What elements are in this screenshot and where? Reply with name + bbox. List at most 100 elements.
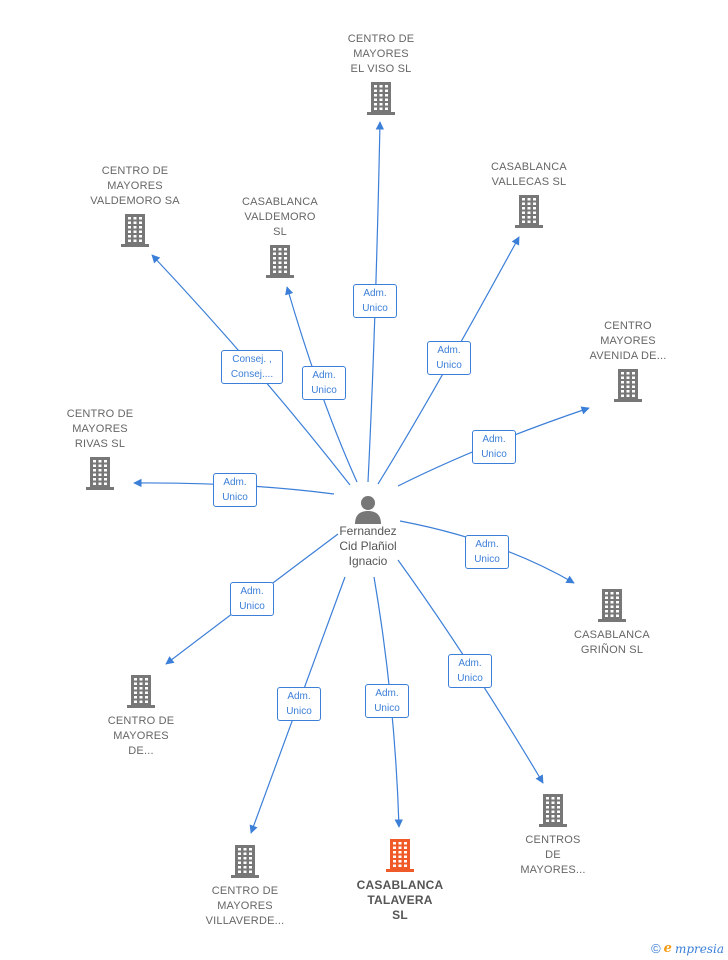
building-window — [393, 855, 396, 858]
building-window — [249, 861, 252, 864]
building-window — [278, 257, 282, 260]
company-name-line: RIVAS SL — [74, 438, 126, 450]
relation-label-rivas[interactable]: Adm.Unico — [213, 473, 257, 507]
company-name-line: MAYORES — [353, 48, 409, 60]
building-window — [98, 460, 102, 463]
building-window — [128, 230, 131, 233]
relation-label-line: Unico — [436, 360, 462, 371]
building-window — [610, 592, 614, 595]
building-window — [238, 848, 241, 851]
relation-label-grinon[interactable]: Adm.Unico — [465, 535, 509, 569]
building-window — [551, 819, 555, 822]
building-window — [616, 614, 619, 617]
building-window — [385, 103, 388, 106]
building-window — [557, 797, 560, 800]
company-name-line: VILLAVERDE... — [205, 915, 285, 927]
building-window — [98, 478, 102, 481]
company-name-line: MAYORES... — [520, 864, 586, 876]
relation-label-vallecas[interactable]: Adm.Unico — [427, 341, 471, 375]
relation-label-de[interactable]: Adm.Unico — [230, 582, 274, 616]
building-window — [145, 700, 148, 703]
relation-label-line: Adm. — [240, 586, 264, 597]
building-window — [98, 473, 102, 476]
building-window — [557, 801, 560, 804]
building-window — [605, 601, 608, 604]
relation-label-avenida[interactable]: Adm.Unico — [472, 430, 516, 464]
building-window — [404, 860, 407, 863]
building-window — [243, 866, 247, 869]
building-window — [379, 98, 383, 101]
building-window — [273, 252, 276, 255]
building-icon — [598, 589, 626, 622]
building-window — [393, 851, 396, 854]
relation-label-talavera[interactable]: Adm.Unico — [365, 684, 409, 718]
company-name-line: MAYORES — [113, 730, 169, 742]
building-window — [546, 810, 549, 813]
brand-initial: e — [663, 941, 672, 956]
building-window — [533, 202, 536, 205]
company-name-line: MAYORES — [217, 900, 273, 912]
building-window — [374, 103, 377, 106]
building-window — [533, 198, 536, 201]
building-window — [243, 848, 247, 851]
person-node[interactable]: Fernandez Cid Plañiol Ignacio — [318, 494, 418, 569]
building-window — [145, 691, 148, 694]
building-window — [278, 266, 282, 269]
building-window — [238, 852, 241, 855]
relation-label-casablanca-valdemoro[interactable]: Adm.Unico — [302, 366, 346, 400]
building-window — [374, 89, 377, 92]
company-name-line: VALDEMORO — [244, 211, 316, 223]
building-base — [539, 824, 567, 827]
relation-label-centros[interactable]: Adm.Unico — [448, 654, 492, 688]
building-window — [133, 221, 137, 224]
building-window — [621, 390, 624, 393]
company-name-line: CASABLANCA — [242, 196, 318, 208]
building-window — [284, 261, 287, 264]
building-window — [273, 257, 276, 260]
building-base — [121, 244, 149, 247]
building-window — [104, 478, 107, 481]
relation-label-villaverde[interactable]: Adm.Unico — [277, 687, 321, 721]
relation-label-valdemoro-sa[interactable]: Consej. ,Consej.... — [221, 350, 283, 384]
building-icon — [386, 839, 414, 872]
building-window — [379, 89, 383, 92]
building-window — [610, 596, 614, 599]
relation-label-line: Unico — [481, 449, 507, 460]
building-window — [93, 482, 96, 485]
building-icon — [121, 214, 149, 247]
building-window — [632, 390, 635, 393]
building-window — [133, 217, 137, 220]
building-window — [621, 385, 624, 388]
building-window — [249, 852, 252, 855]
company-name-line: MAYORES — [72, 423, 128, 435]
building-window — [398, 851, 402, 854]
building-window — [621, 372, 624, 375]
building-window — [145, 696, 148, 699]
relation-label-line: Consej.... — [230, 369, 274, 380]
building-window — [278, 252, 282, 255]
relation-label-viso[interactable]: Adm.Unico — [353, 284, 397, 318]
building-window — [393, 846, 396, 849]
relation-label-line: Adm. — [375, 688, 399, 699]
building-window — [379, 107, 383, 110]
company-name-line: CENTRO — [604, 320, 652, 332]
company-name-line: VALDEMORO SA — [90, 195, 180, 207]
